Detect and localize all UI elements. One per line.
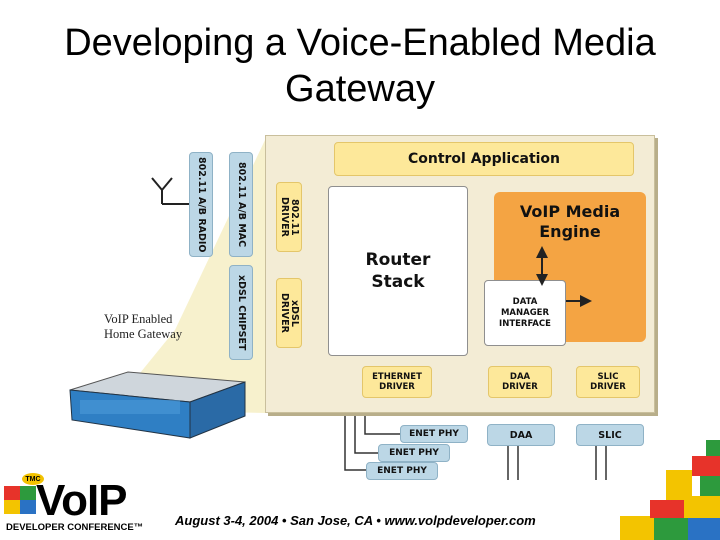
slide-title: Developing a Voice-Enabled Media Gateway (64, 22, 656, 110)
tmc-badge: TMC (22, 473, 44, 485)
lego-blocks (620, 440, 720, 540)
xdsl-driver-box: xDSL DRIVER (276, 278, 302, 348)
slic-box: SLIC (576, 424, 644, 446)
antenna-icon (151, 177, 190, 205)
gateway-board: Control Application VoIP Media Engine 80… (265, 135, 655, 413)
phone-lines (507, 446, 607, 480)
ethernet-driver-box: ETHERNET DRIVER (362, 366, 432, 398)
voip-logo: VoIP (36, 476, 128, 525)
mac-box: 802.11 A/B MAC (229, 152, 253, 257)
arrows (536, 246, 592, 307)
daa-box: DAA (487, 424, 555, 446)
zoom-beam (110, 140, 265, 413)
xdsl-chipset-box: xDSL CHIPSET (229, 265, 253, 360)
footer-text: August 3-4, 2004 • San Jose, CA • www.vo… (175, 513, 536, 528)
voip-engine-box: VoIP Media Engine (494, 192, 646, 342)
enet-phy-3-box: ENET PHY (366, 462, 438, 480)
enet-phy-2-box: ENET PHY (378, 444, 450, 462)
gateway-label: VoIP Enabled Home Gateway (104, 312, 183, 341)
enet-phy-1-box: ENET PHY (400, 425, 468, 443)
router-stack-box: Router Stack (328, 186, 468, 356)
gateway-device-icon (69, 371, 246, 439)
logo-blocks (4, 486, 36, 514)
radio-box: 802.11 A/B RADIO (189, 152, 213, 257)
slic-driver-box: SLIC DRIVER (576, 366, 640, 398)
wifi-driver-box: 802.11 DRIVER (276, 182, 302, 252)
data-manager-interface-box: DATA MANAGER INTERFACE (484, 280, 566, 346)
daa-driver-box: DAA DRIVER (488, 366, 552, 398)
control-application-box: Control Application (334, 142, 634, 176)
logo-subtitle: DEVELOPER CONFERENCE™ (6, 522, 144, 533)
